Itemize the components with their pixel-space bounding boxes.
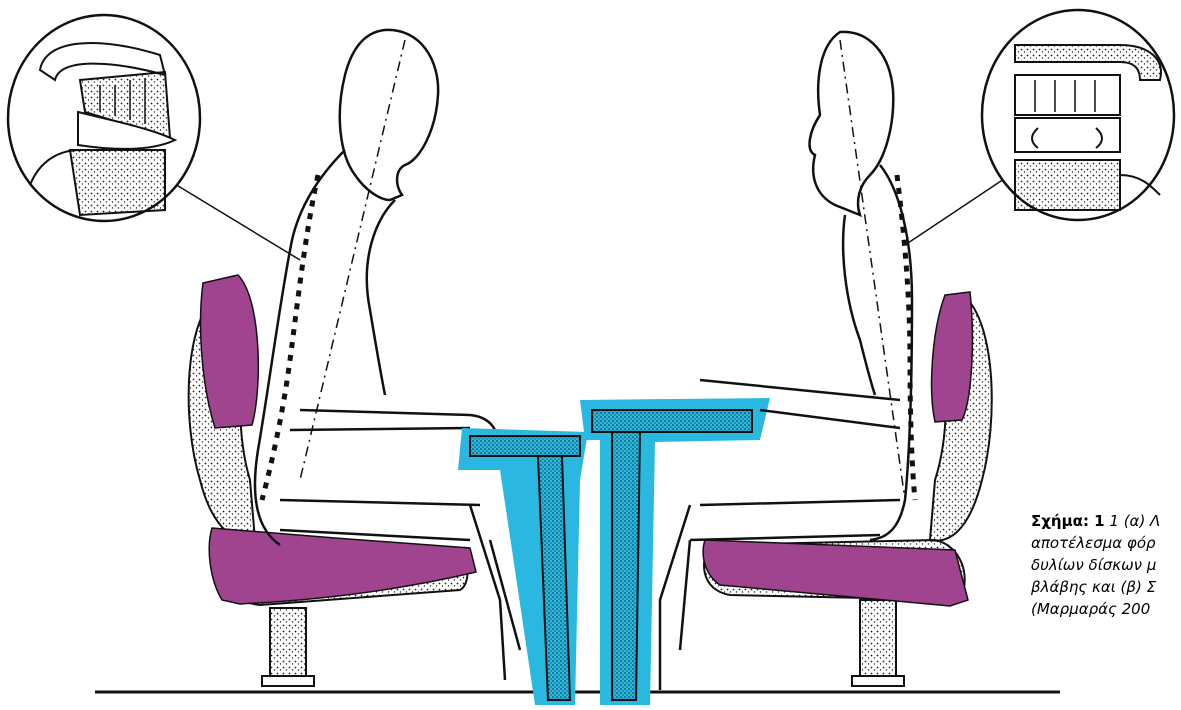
caption-line-2: αποτέλεσμα φόρ (1031, 532, 1181, 554)
right-backrest-cushion (932, 292, 973, 422)
caption-line-1: 1 (α) Λ (1109, 512, 1160, 530)
figure-caption: Σχήμα: 1 1 (α) Λ αποτέλεσμα φόρ δυλίων δ… (1031, 510, 1181, 660)
right-callout-line (905, 175, 1010, 245)
caption-line-4: βλάβης και (β) Σ (1031, 576, 1181, 598)
caption-line-3: δυλίων δίσκων μ (1031, 554, 1181, 576)
right-disc-magnifier (982, 10, 1174, 220)
left-callout-line (160, 175, 300, 260)
left-spine (262, 175, 318, 500)
caption-label: Σχήμα: 1 (1031, 512, 1105, 530)
left-posture-axis (300, 40, 405, 480)
caption-line-5: (Μαρμαράς 200 (1031, 598, 1181, 620)
right-posture-axis (840, 40, 905, 500)
left-disc-magnifier (8, 15, 200, 221)
left-backrest-cushion (201, 275, 259, 428)
